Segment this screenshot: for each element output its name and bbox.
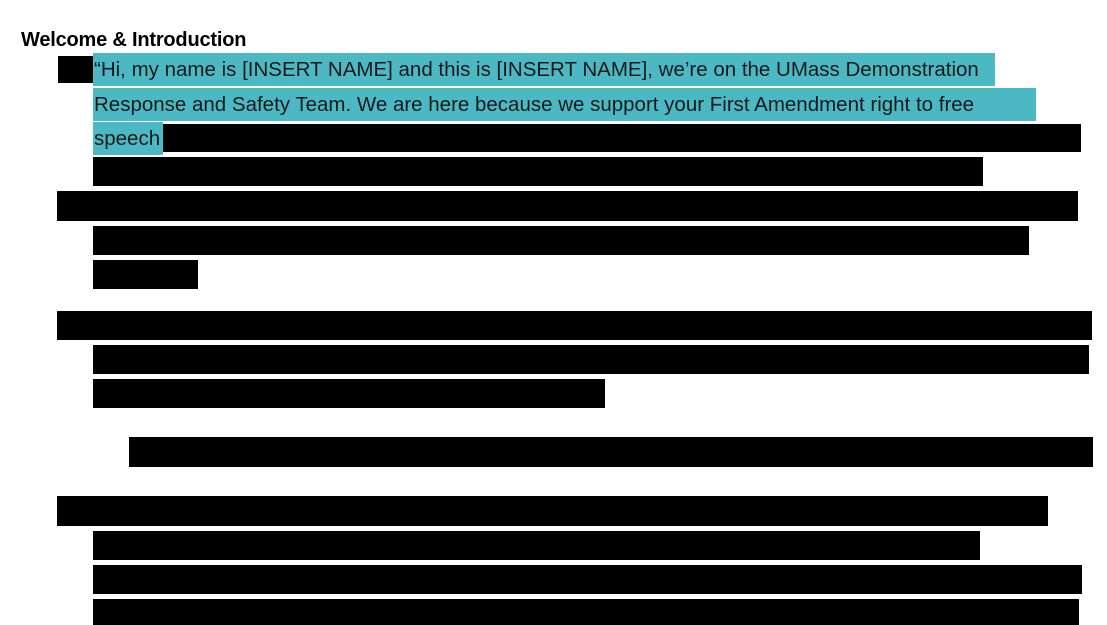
redaction-block bbox=[93, 531, 980, 560]
highlighted-text-line: Response and Safety Team. We are here be… bbox=[93, 88, 1036, 121]
redaction-block bbox=[57, 311, 1092, 340]
redaction-block bbox=[163, 124, 1081, 152]
redaction-block bbox=[129, 437, 1093, 467]
redaction-block bbox=[93, 345, 1089, 374]
redaction-block bbox=[93, 260, 198, 289]
highlighted-text-line: speech bbox=[93, 122, 163, 155]
redaction-block bbox=[93, 379, 605, 408]
redaction-block bbox=[93, 565, 1082, 594]
redaction-block bbox=[93, 599, 1079, 625]
section-heading: Welcome & Introduction bbox=[21, 29, 247, 51]
redaction-block bbox=[93, 157, 983, 186]
highlighted-text-line: “Hi, my name is [INSERT NAME] and this i… bbox=[93, 53, 995, 86]
redaction-block bbox=[57, 191, 1078, 221]
redaction-block bbox=[93, 226, 1029, 255]
redaction-block bbox=[57, 496, 1048, 526]
redaction-block bbox=[58, 56, 93, 83]
